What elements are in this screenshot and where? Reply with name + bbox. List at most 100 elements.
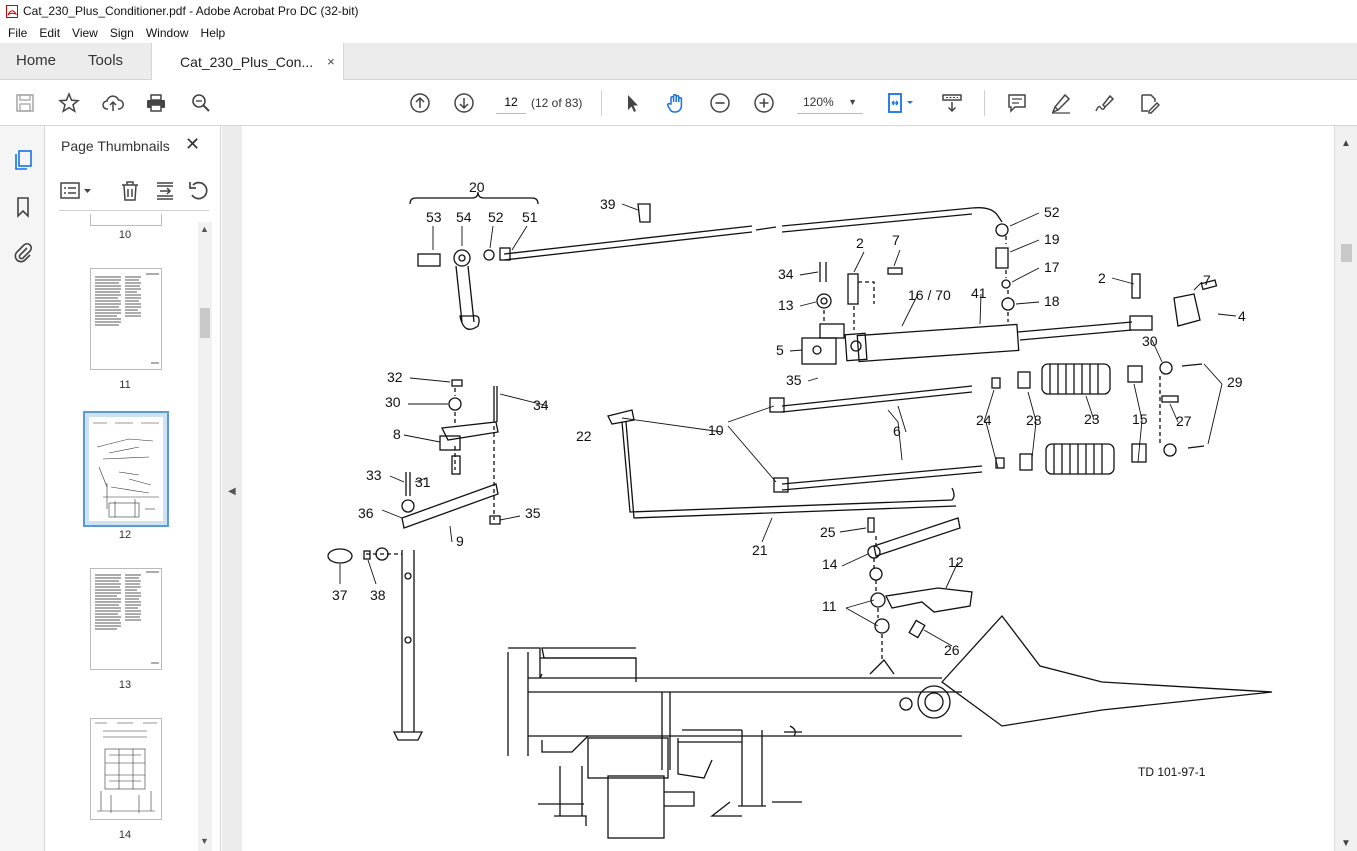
callout-label: 7 bbox=[892, 232, 900, 248]
menu-bar: File Edit View Sign Window Help bbox=[0, 22, 1357, 43]
callout-label: 4 bbox=[1238, 308, 1246, 324]
comment-icon[interactable] bbox=[1004, 90, 1030, 116]
thumbnail-page[interactable] bbox=[90, 718, 162, 820]
menu-edit[interactable]: Edit bbox=[39, 25, 61, 40]
thumbnail-page[interactable] bbox=[90, 568, 162, 670]
callout-label: 30 bbox=[385, 394, 401, 410]
chevron-left-icon: ◀ bbox=[228, 486, 236, 497]
callout-label: 33 bbox=[366, 467, 382, 483]
page-thumbnails-icon[interactable] bbox=[11, 148, 35, 172]
edit-pdf-icon[interactable] bbox=[1136, 90, 1162, 116]
zoom-out-icon[interactable] bbox=[707, 90, 733, 116]
menu-file[interactable]: File bbox=[8, 25, 28, 40]
tab-tools[interactable]: Tools bbox=[88, 52, 124, 69]
sign-icon[interactable] bbox=[1092, 90, 1118, 116]
delete-icon[interactable] bbox=[119, 180, 141, 202]
callout-label: 10 bbox=[708, 422, 724, 438]
document-scrollbar[interactable]: ▲ ▼ bbox=[1334, 126, 1357, 851]
tab-bar: Home Tools Cat_230_Plus_Con... × bbox=[0, 43, 1357, 80]
panel-collapse-handle[interactable]: ◀ bbox=[222, 126, 242, 851]
page-count: (12 of 83) bbox=[531, 96, 583, 110]
save-icon[interactable] bbox=[12, 90, 38, 116]
callout-label: 34 bbox=[778, 266, 794, 282]
thumbnail-page[interactable] bbox=[90, 268, 162, 370]
scroll-up-icon[interactable]: ▲ bbox=[200, 224, 209, 234]
scroll-mode-icon[interactable] bbox=[939, 90, 965, 116]
scroll-up-icon[interactable]: ▲ bbox=[1341, 138, 1351, 149]
thumbnail-page-selected[interactable] bbox=[83, 411, 169, 527]
thumbnail-tools bbox=[59, 178, 209, 204]
rotate-icon[interactable] bbox=[187, 180, 209, 202]
callout-label: 22 bbox=[576, 428, 592, 444]
zoom-dropdown[interactable]: 120% ▼ bbox=[797, 90, 863, 114]
callout-label: 20 bbox=[469, 179, 485, 195]
callout-label: 53 bbox=[426, 209, 442, 225]
callout-label: 6 bbox=[893, 423, 901, 439]
panel-title: Page Thumbnails bbox=[61, 138, 170, 154]
title-bar: Cat_230_Plus_Conditioner.pdf - Adobe Acr… bbox=[0, 0, 1357, 22]
tab-home[interactable]: Home bbox=[16, 52, 57, 69]
page-down-icon[interactable] bbox=[451, 90, 477, 116]
callout-label: 2 bbox=[856, 235, 864, 251]
thumbnail-list: 10 11 12 bbox=[45, 214, 205, 851]
callout-label: 38 bbox=[370, 587, 386, 603]
callout-label: 17 bbox=[1044, 259, 1060, 275]
menu-view[interactable]: View bbox=[72, 25, 98, 40]
options-menu-icon[interactable] bbox=[59, 180, 95, 202]
callout-label: 54 bbox=[456, 209, 472, 225]
left-navigation-rail bbox=[0, 126, 45, 851]
callout-label: 8 bbox=[393, 426, 401, 442]
callout-label: 23 bbox=[1084, 411, 1100, 427]
callout-label: 52 bbox=[1044, 204, 1060, 220]
thumbnail-page-label: 14 bbox=[118, 829, 132, 841]
close-tab-icon[interactable]: × bbox=[327, 54, 335, 69]
insert-page-icon[interactable] bbox=[154, 180, 176, 202]
callout-label: 31 bbox=[415, 474, 431, 490]
page-up-icon[interactable] bbox=[407, 90, 433, 116]
callout-label: 16 / 70 bbox=[908, 287, 951, 303]
upload-icon[interactable] bbox=[100, 90, 126, 116]
callout-label: 35 bbox=[525, 505, 541, 521]
callout-label: 19 bbox=[1044, 231, 1060, 247]
print-icon[interactable] bbox=[143, 90, 169, 116]
page-number-input[interactable] bbox=[496, 90, 526, 114]
figure-id: TD 101-97-1 bbox=[1138, 765, 1206, 779]
fit-page-icon[interactable] bbox=[884, 90, 918, 116]
callout-label: 7 bbox=[1203, 272, 1211, 288]
scroll-down-icon[interactable]: ▼ bbox=[200, 836, 209, 846]
main-toolbar bbox=[0, 80, 1357, 126]
callout-label: 21 bbox=[752, 542, 768, 558]
callout-label: 28 bbox=[1026, 412, 1042, 428]
document-viewer[interactable]: 20 53 54 52 51 39 52 19 17 18 2 7 34 13 … bbox=[242, 126, 1334, 851]
tab-document[interactable]: Cat_230_Plus_Con... × bbox=[151, 43, 344, 80]
callout-label: 52 bbox=[488, 209, 504, 225]
tab-document-label: Cat_230_Plus_Con... bbox=[180, 53, 314, 70]
bookmark-icon[interactable] bbox=[11, 195, 35, 219]
thumbnail-scrollbar[interactable]: ▲ ▼ bbox=[198, 222, 212, 851]
zoom-search-icon[interactable] bbox=[188, 90, 214, 116]
pdf-icon bbox=[6, 4, 18, 18]
menu-window[interactable]: Window bbox=[145, 25, 189, 40]
callout-label: 5 bbox=[776, 342, 784, 358]
callout-label: 27 bbox=[1176, 413, 1192, 429]
parts-diagram: 20 53 54 52 51 39 52 19 17 18 2 7 34 13 … bbox=[327, 179, 1273, 839]
callout-label: 36 bbox=[358, 505, 374, 521]
close-panel-icon[interactable]: ✕ bbox=[185, 134, 201, 154]
callout-label: 37 bbox=[332, 587, 348, 603]
hand-icon[interactable] bbox=[663, 90, 689, 116]
select-arrow-icon[interactable] bbox=[619, 90, 645, 116]
menu-help[interactable]: Help bbox=[200, 25, 226, 40]
attachment-icon[interactable] bbox=[11, 240, 35, 264]
star-icon[interactable] bbox=[56, 90, 82, 116]
callout-label: 34 bbox=[533, 397, 549, 413]
callout-label: 29 bbox=[1227, 374, 1243, 390]
thumbnail-page[interactable] bbox=[90, 214, 162, 226]
scroll-thumb[interactable] bbox=[1341, 244, 1352, 262]
scroll-down-icon[interactable]: ▼ bbox=[1341, 838, 1351, 849]
menu-sign[interactable]: Sign bbox=[109, 25, 134, 40]
callout-label: 11 bbox=[822, 598, 837, 614]
highlight-icon[interactable] bbox=[1048, 90, 1074, 116]
zoom-value: 120% bbox=[803, 95, 834, 109]
zoom-in-icon[interactable] bbox=[751, 90, 777, 116]
scroll-thumb[interactable] bbox=[200, 308, 210, 338]
